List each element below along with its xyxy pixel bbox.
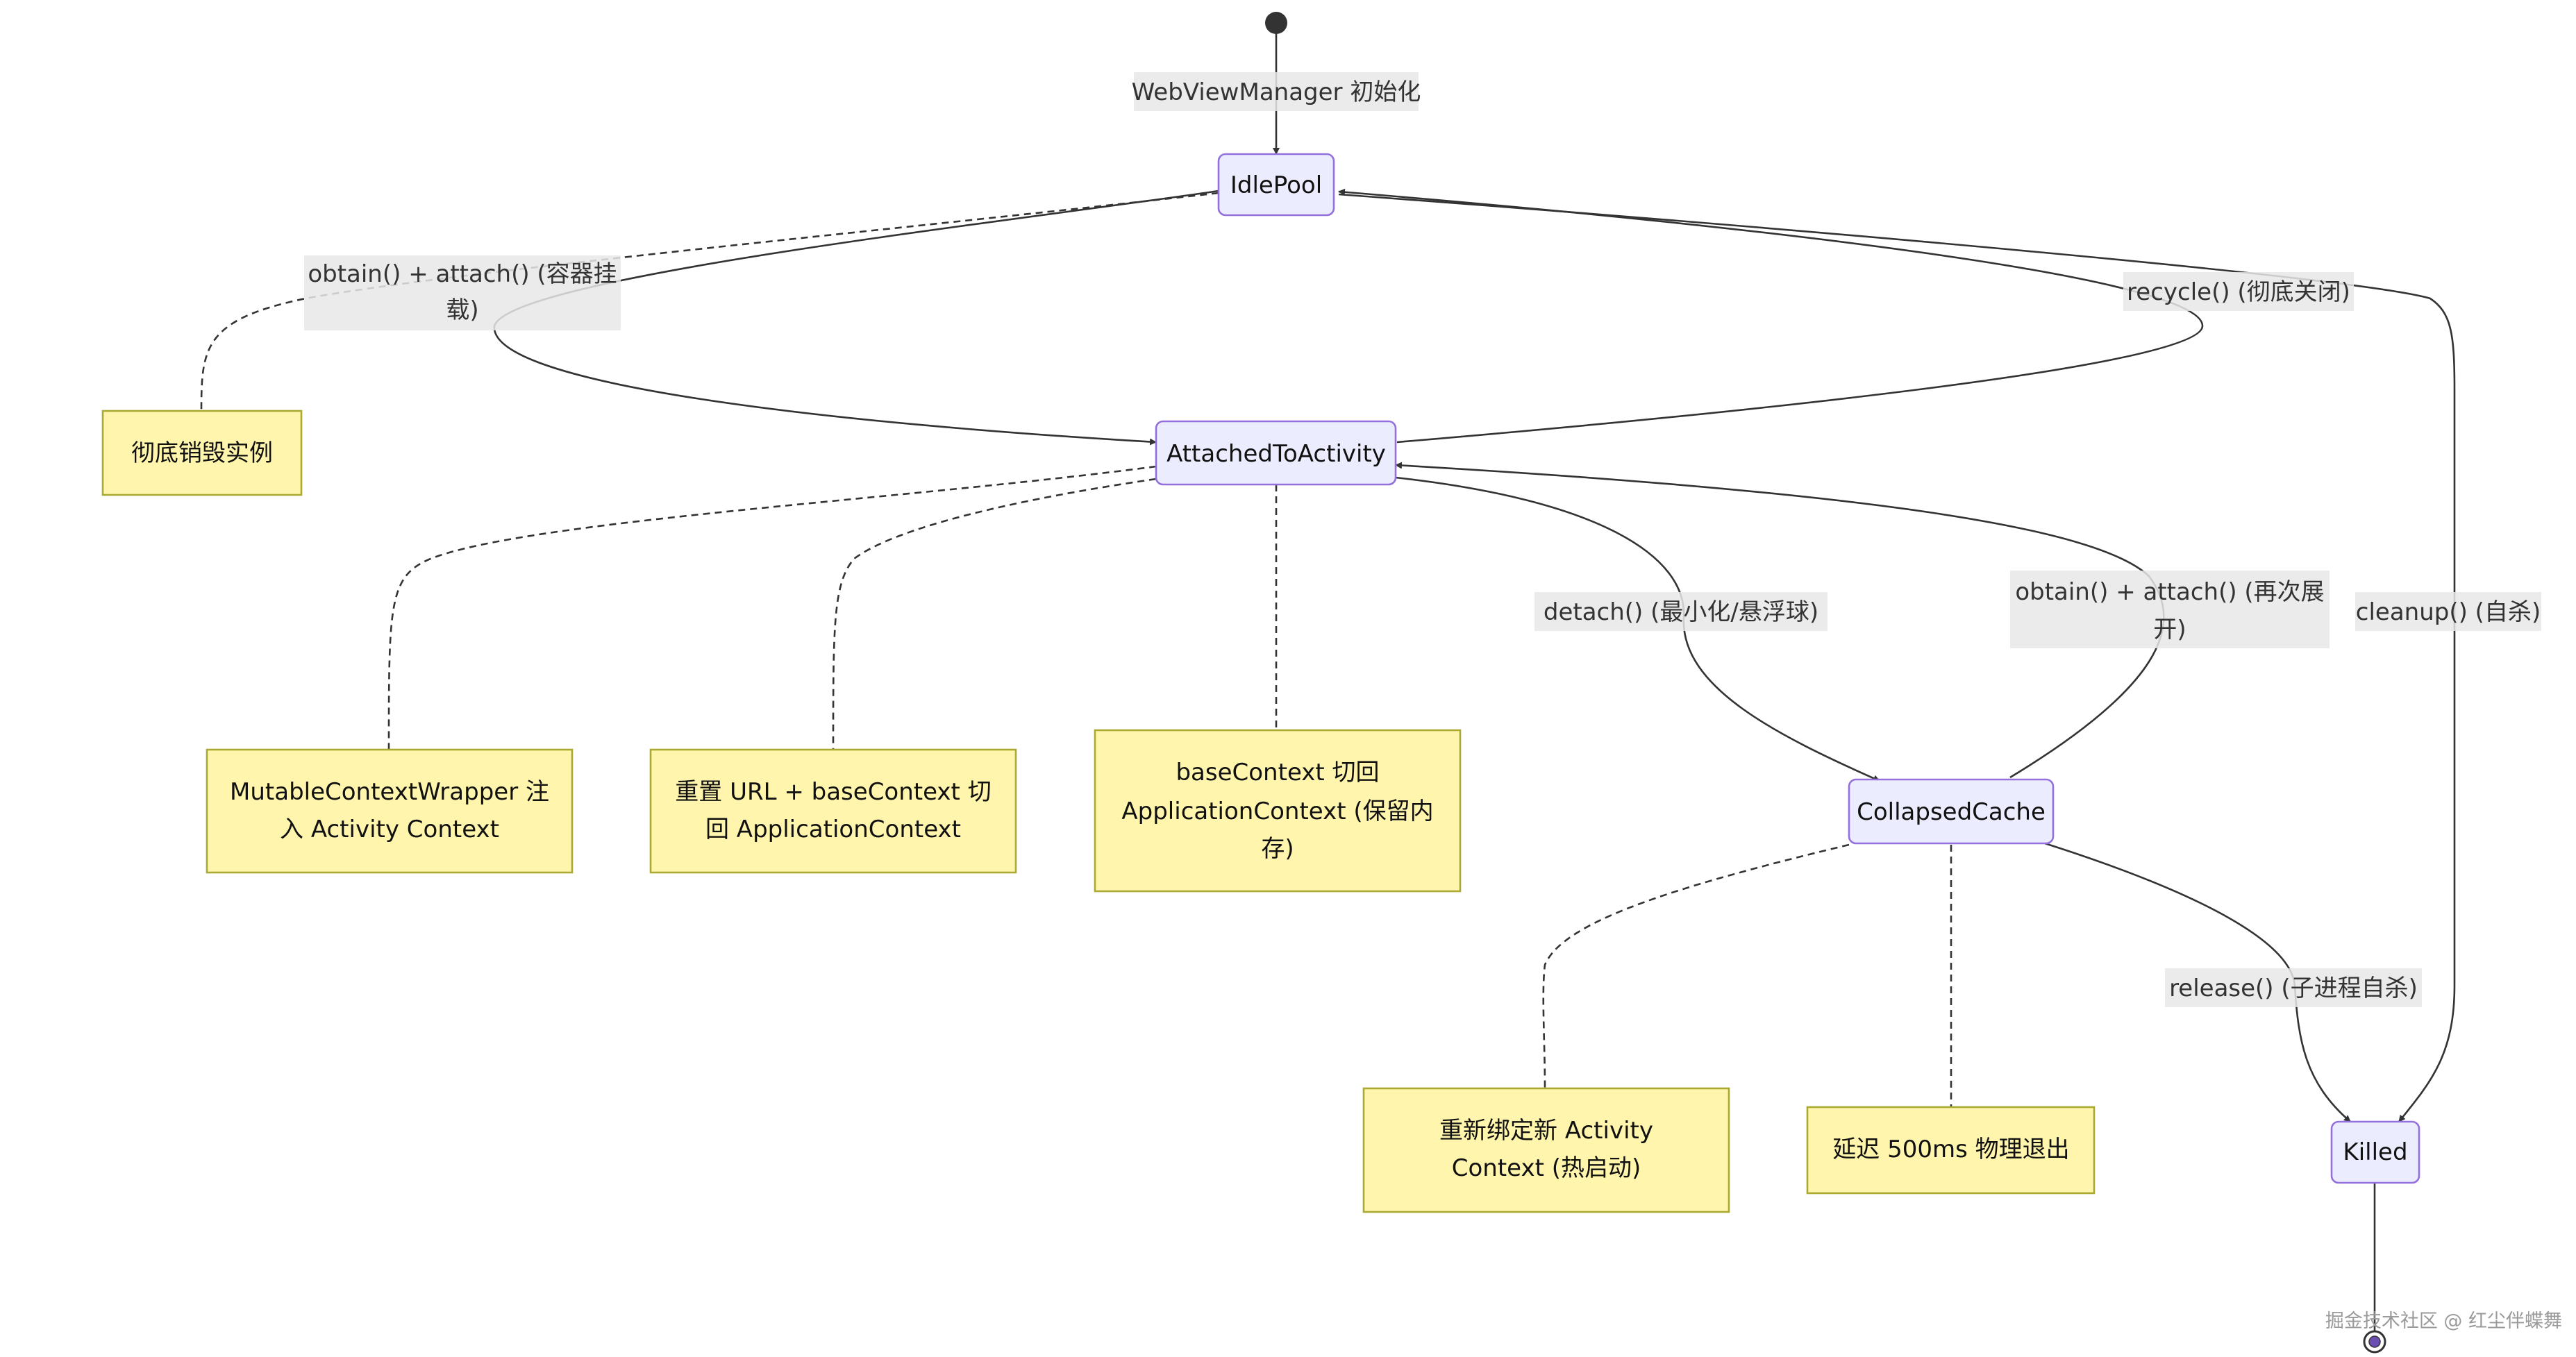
svg-text:WebViewManager 初始化: WebViewManager 初始化 — [1132, 78, 1421, 106]
state-attached-label: AttachedToActivity — [1166, 440, 1386, 468]
svg-text:detach() (最小化/悬浮球): detach() (最小化/悬浮球) — [1544, 598, 1818, 626]
state-attached[interactable]: AttachedToActivity — [1155, 420, 1397, 486]
note-edge-rebind — [1542, 843, 1850, 1089]
note-mutable-line2: 入 Activity Context — [280, 816, 499, 843]
note-reset-url: 重置 URL + baseContext 切 回 ApplicationCont… — [649, 748, 1017, 874]
label-init: WebViewManager 初始化 — [1132, 72, 1421, 111]
svg-text:obtain() + attach() (再次展: obtain() + attach() (再次展 — [2015, 578, 2324, 606]
note-delay-exit: 延迟 500ms 物理退出 — [1806, 1106, 2096, 1195]
note-delay-text: 延迟 500ms 物理退出 — [1832, 1136, 2069, 1163]
note-base-line1: baseContext 切回 — [1176, 759, 1379, 786]
note-mutable-line1: MutableContextWrapper 注 — [230, 778, 549, 806]
svg-text:开): 开) — [2153, 616, 2186, 643]
svg-text:载): 载) — [446, 296, 478, 324]
label-detach: detach() (最小化/悬浮球) — [1534, 592, 1828, 631]
note-edge-mutable — [387, 465, 1157, 750]
note-rebind: 重新绑定新 Activity Context (热启动) — [1362, 1087, 1730, 1213]
svg-text:recycle() (彻底关闭): recycle() (彻底关闭) — [2127, 278, 2350, 306]
edge-recycle — [1338, 188, 2204, 444]
note-rebind-line1: 重新绑定新 Activity — [1439, 1117, 1653, 1145]
end-node-inner — [2368, 1335, 2381, 1348]
note-edge-reset — [832, 478, 1157, 750]
note-destroy-text: 彻底销毁实例 — [131, 439, 273, 467]
start-node — [1265, 12, 1287, 34]
state-collapsed-label: CollapsedCache — [1857, 798, 2046, 826]
label-cleanup: cleanup() (自杀) — [2355, 592, 2541, 631]
state-killed[interactable]: Killed — [2330, 1120, 2420, 1184]
state-collapsed[interactable]: CollapsedCache — [1848, 778, 2055, 845]
note-base-context: baseContext 切回 ApplicationContext (保留内 存… — [1094, 729, 1462, 893]
svg-text:obtain() + attach() (容器挂: obtain() + attach() (容器挂 — [308, 260, 617, 288]
note-reset-line2: 回 ApplicationContext — [705, 816, 961, 843]
label-reattach: obtain() + attach() (再次展 开) — [2010, 571, 2330, 648]
edge-reattach — [1395, 462, 2165, 779]
svg-text:release() (子进程自杀): release() (子进程自杀) — [2169, 975, 2418, 1002]
note-base-line2: ApplicationContext (保留内 — [1121, 798, 1433, 825]
label-obtain-attach: obtain() + attach() (容器挂 载) — [304, 255, 621, 330]
note-mutable-context: MutableContextWrapper 注 入 Activity Conte… — [206, 748, 574, 874]
note-base-line3: 存) — [1261, 835, 1294, 863]
state-idle-pool[interactable]: IdlePool — [1217, 153, 1335, 217]
note-reset-line1: 重置 URL + baseContext 切 — [675, 778, 991, 806]
state-idle-pool-label: IdlePool — [1230, 171, 1322, 199]
svg-text:cleanup() (自杀): cleanup() (自杀) — [2356, 598, 2541, 626]
watermark: 掘金技术社区 @ 红尘伴蝶舞 — [2325, 1310, 2562, 1332]
state-killed-label: Killed — [2343, 1138, 2407, 1166]
note-destroy: 彻底销毁实例 — [101, 410, 303, 496]
label-release: release() (子进程自杀) — [2165, 968, 2422, 1007]
label-recycle: recycle() (彻底关闭) — [2123, 272, 2354, 311]
edge-cleanup — [1338, 193, 2456, 1122]
note-rebind-line2: Context (热启动) — [1452, 1154, 1641, 1182]
